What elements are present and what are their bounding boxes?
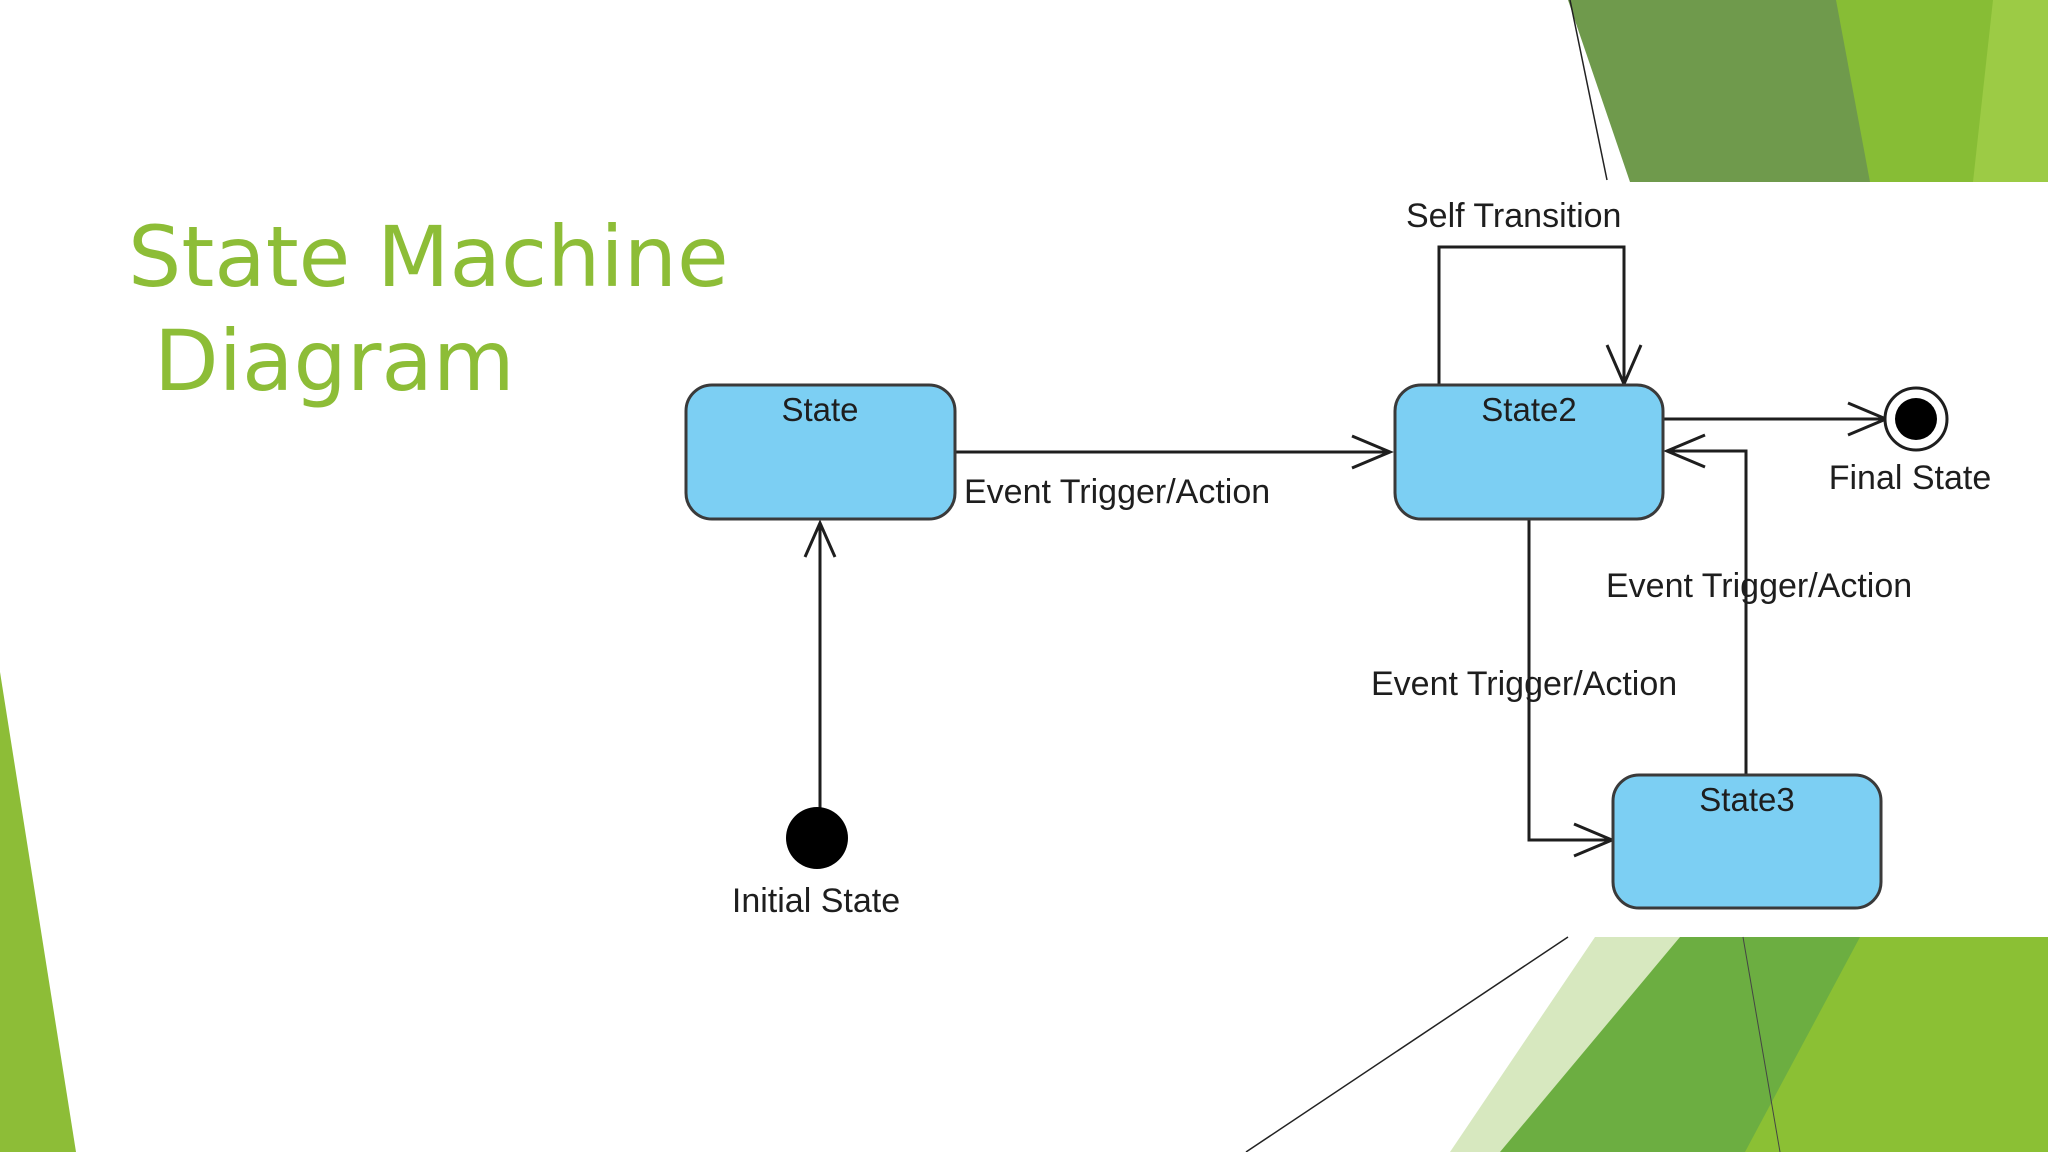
initial-state-label: Initial State	[732, 882, 900, 920]
state2-to-state3-edge	[1527, 519, 1612, 842]
initial-state-node	[786, 807, 848, 869]
state-to-state2-label: Event Trigger/Action	[964, 473, 1270, 511]
state-to-state2-arrowhead	[1351, 434, 1394, 470]
state3-to-state2-label: Event Trigger/Action	[1606, 567, 1912, 605]
state2-to-state3-label: Event Trigger/Action	[1371, 665, 1677, 703]
state-node: State	[684, 383, 957, 521]
state2-node: State2	[1393, 383, 1665, 521]
self-transition-label: Self Transition	[1406, 197, 1621, 235]
initial-to-state-arrowhead	[803, 519, 837, 558]
title-line-2: Diagram	[154, 312, 515, 410]
state3-label: State3	[1699, 781, 1794, 818]
page-title: State Machine Diagram	[128, 205, 729, 413]
state3-to-state2-edge	[1667, 449, 1748, 775]
final-state-node	[1883, 386, 1949, 452]
self-transition-edge	[1437, 245, 1626, 384]
state3-node: State3	[1611, 773, 1883, 910]
state2-label: State2	[1481, 391, 1576, 428]
final-state-label: Final State	[1829, 459, 1992, 497]
state3-to-state2-arrowhead	[1663, 433, 1706, 469]
state-label: State	[781, 391, 858, 428]
title-line-1: State Machine	[128, 208, 729, 306]
